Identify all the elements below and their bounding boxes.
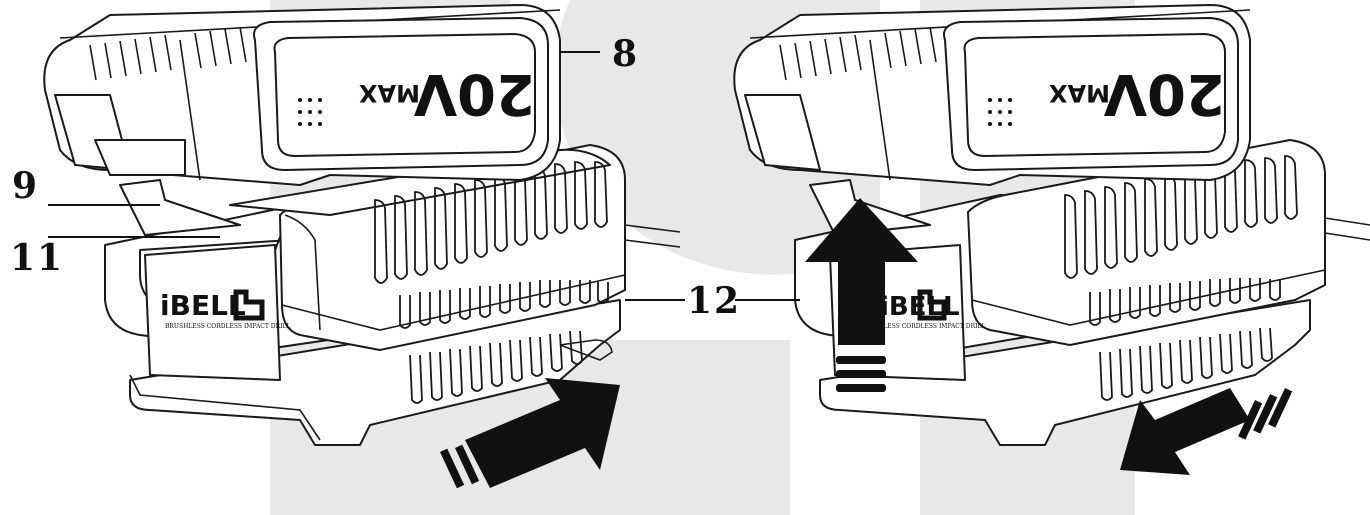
brand-logo-right: iBELL BRUSHLESS CORDLESS IMPACT DRILL <box>860 289 985 330</box>
svg-text:12: 12 <box>687 280 741 322</box>
vents-middle-right <box>1089 278 1281 326</box>
callout-12: 12 <box>625 280 800 322</box>
callout-8: 8 <box>560 33 639 75</box>
svg-text:8: 8 <box>612 33 639 75</box>
charger-front-panel <box>144 244 281 381</box>
battery-indicator-dots-left <box>298 98 322 126</box>
slide-out-arrow <box>1120 388 1293 475</box>
battery-left: 20V MAX <box>43 4 561 236</box>
charger-cord <box>624 224 681 248</box>
battery-right: 20V MAX <box>733 4 1251 236</box>
callout-11: 11 <box>10 236 220 279</box>
battery-fins-left <box>89 26 247 81</box>
battery-indicator-dots-right <box>988 98 1012 126</box>
charger-left <box>104 144 626 446</box>
vents-middle-left <box>399 280 609 329</box>
brand-tagline-right: BRUSHLESS CORDLESS IMPACT DRILL <box>860 323 985 330</box>
slide-in-arrow <box>440 378 620 489</box>
svg-text:11: 11 <box>10 237 64 279</box>
brand-logo-text: iBELL <box>160 289 246 322</box>
vents-bottom-right <box>1099 327 1273 401</box>
brand-logo-mark-right <box>917 289 947 321</box>
callout-9: 9 <box>12 165 160 207</box>
vents-top-left <box>374 161 608 284</box>
battery-voltage-right: 20V <box>1103 61 1225 126</box>
battery-rating-left: MAX <box>359 79 420 107</box>
release-latch-left <box>119 179 241 236</box>
battery-rating-right: MAX <box>1049 79 1110 107</box>
brand-logo-mark <box>233 289 265 321</box>
vents-bottom-left <box>409 330 583 404</box>
battery-voltage-left: 20V <box>413 61 535 126</box>
left-view: iBELL BRUSHLESS CORDLESS IMPACT DRILL <box>10 4 681 489</box>
brand-tagline: BRUSHLESS CORDLESS IMPACT DRILL <box>165 323 290 330</box>
charger-cord-right <box>1324 217 1370 241</box>
right-view: iBELL BRUSHLESS CORDLESS IMPACT DRILL 20… <box>625 4 1370 475</box>
battery-fins-right <box>779 26 937 81</box>
press-release-arrow <box>805 198 918 392</box>
release-latch-right <box>809 179 931 236</box>
svg-text:9: 9 <box>12 165 39 207</box>
brand-logo-left: iBELL BRUSHLESS CORDLESS IMPACT DRILL <box>160 289 290 330</box>
